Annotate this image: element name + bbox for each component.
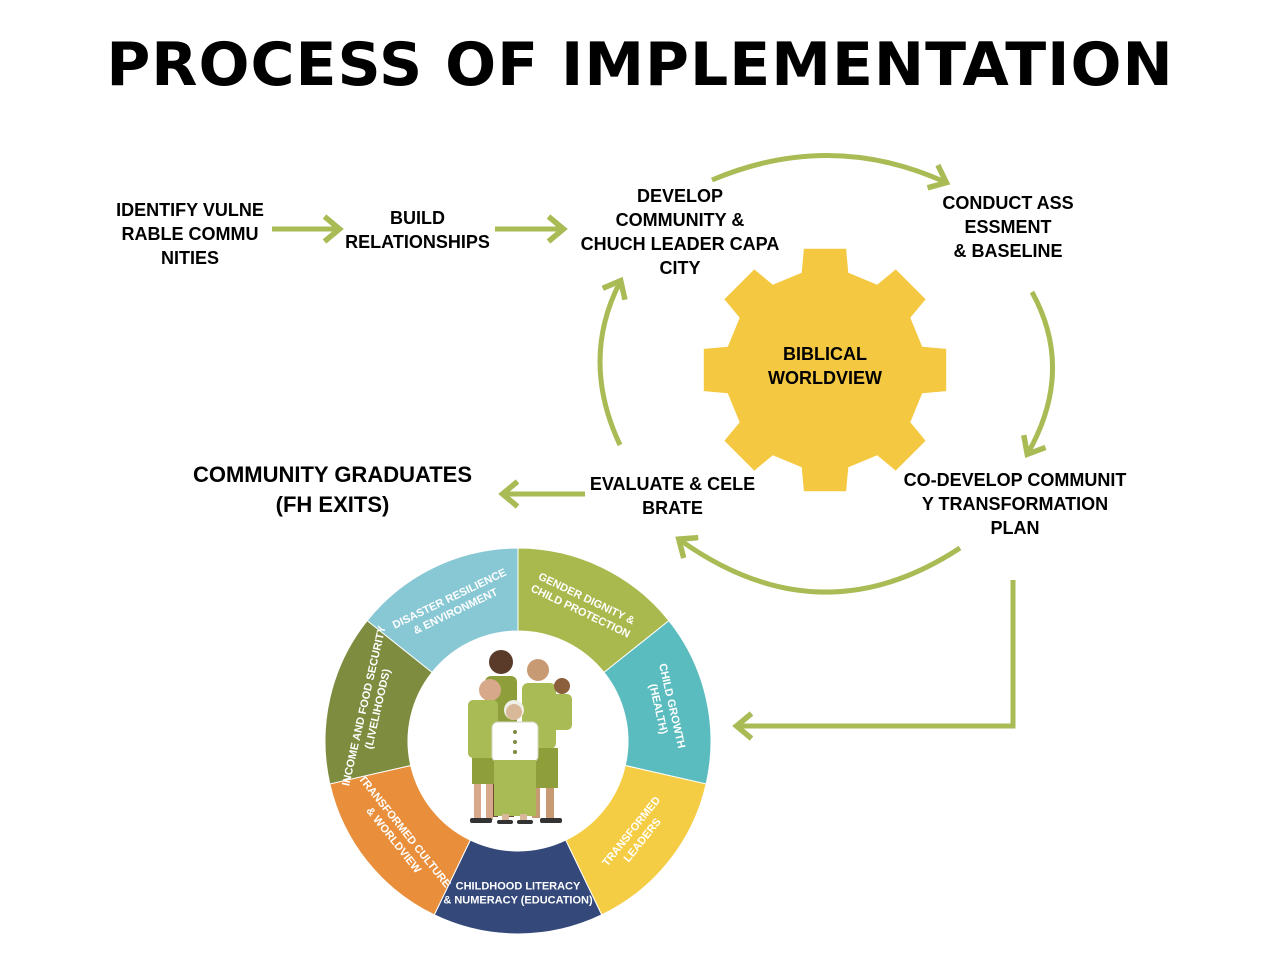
wheel-segment-label: & NUMERACY (EDUCATION) <box>443 895 593 907</box>
arrow-assessment-to-codevelop <box>1028 290 1055 453</box>
arrow-evaluate-to-develop <box>597 282 620 447</box>
wheel-segment-label: CHILDHOOD LITERACY <box>456 881 581 893</box>
gear-icon <box>703 248 947 492</box>
page-title: PROCESS OF IMPLEMENTATION <box>106 30 1174 100</box>
arrow-develop-to-assessment <box>711 153 945 182</box>
step-community-graduates: COMMUNITY GRADUATES (FH EXITS) <box>192 462 473 517</box>
family-illustration <box>408 631 628 851</box>
step-conduct-assessment: CONDUCT ASS ESSMENT & BASELINE <box>942 193 1074 261</box>
step-codevelop-plan: CO-DEVELOP COMMUNIT Y TRANSFORMATION PLA… <box>903 470 1127 538</box>
arrow-codevelop-to-evaluate <box>680 540 962 595</box>
gear-label-line2: WORLDVIEW <box>768 368 882 388</box>
step-evaluate-celebrate: EVALUATE & CELE BRATE <box>589 474 756 518</box>
arrow-plan-to-wheel <box>738 580 1016 726</box>
step-build-relationships: BUILD RELATIONSHIPS <box>345 208 490 252</box>
step-develop-leader-capacity: DEVELOP COMMUNITY & CHUCH LEADER CAPA CI… <box>580 186 780 278</box>
gear-label-line1: BIBLICAL <box>783 344 867 364</box>
step-identify-vulnerable-communities: IDENTIFY VULNE RABLE COMMU NITIES <box>116 200 264 268</box>
